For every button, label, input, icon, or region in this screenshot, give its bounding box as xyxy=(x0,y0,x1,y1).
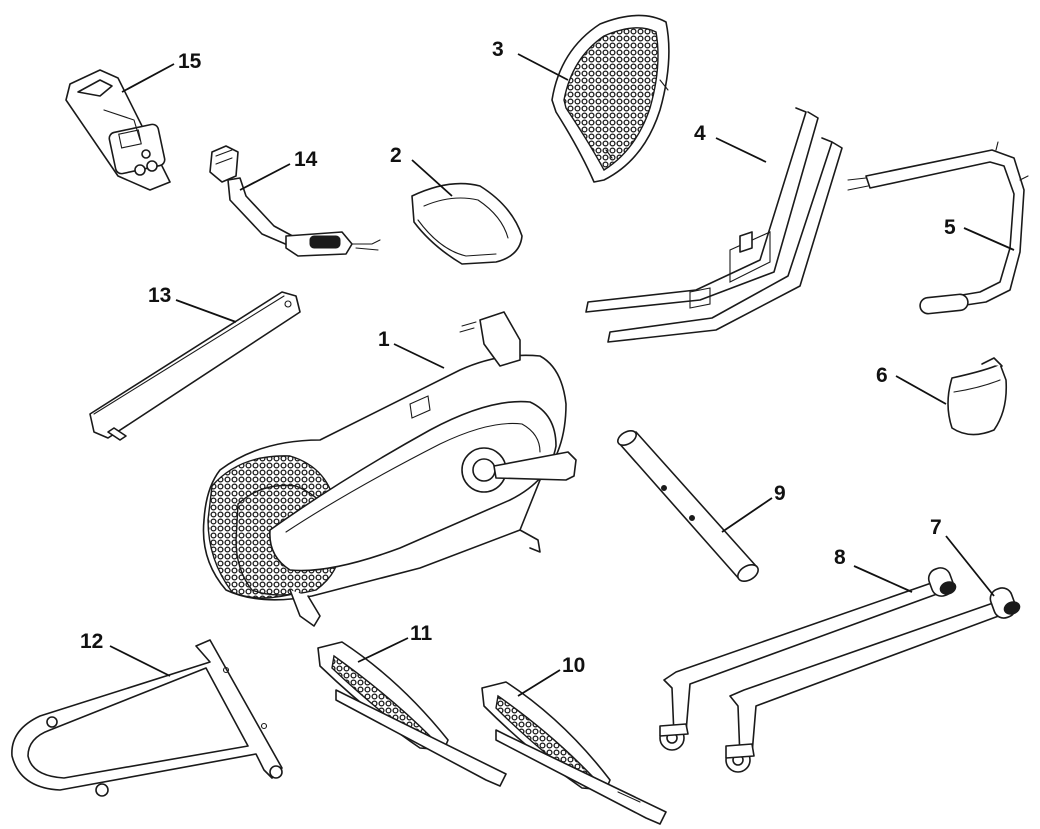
leader-7 xyxy=(945,535,995,597)
leader-4 xyxy=(715,137,767,163)
part-13-stabilizer xyxy=(89,291,301,441)
part-12-base-frame xyxy=(11,639,283,797)
leader-13 xyxy=(175,299,237,323)
leader-1 xyxy=(393,343,445,369)
label-5: 5 xyxy=(944,216,956,239)
part-5-handlebar xyxy=(847,141,1029,315)
label-7: 7 xyxy=(930,516,942,539)
leader-3 xyxy=(517,53,569,81)
leader-14 xyxy=(239,163,291,191)
part-15-console xyxy=(65,69,171,191)
part-8-arm xyxy=(659,567,957,751)
label-3: 3 xyxy=(492,38,504,61)
leader-8 xyxy=(853,565,913,593)
leader-lines xyxy=(109,53,1015,697)
part-7-arm xyxy=(725,587,1021,773)
label-14: 14 xyxy=(294,148,318,171)
label-8: 8 xyxy=(834,546,846,569)
part-6-bottle-holder xyxy=(947,357,1008,436)
part-2-seat xyxy=(411,182,523,265)
label-4: 4 xyxy=(694,122,706,145)
leader-10 xyxy=(517,669,561,697)
part-4-seat-frame xyxy=(585,107,843,343)
label-9: 9 xyxy=(774,482,786,505)
label-11: 11 xyxy=(410,622,433,645)
part-1-main-body xyxy=(202,311,577,627)
label-12: 12 xyxy=(80,630,103,653)
leader-6 xyxy=(895,375,947,405)
part-11-pedal xyxy=(317,641,507,787)
leader-15 xyxy=(121,63,175,93)
label-6: 6 xyxy=(876,364,888,387)
part-10-pedal xyxy=(481,681,667,825)
part-9-post xyxy=(617,429,759,582)
part-14-handlebar xyxy=(209,145,381,257)
label-13: 13 xyxy=(148,284,171,307)
label-15: 15 xyxy=(178,50,202,73)
label-1: 1 xyxy=(378,328,390,351)
leader-9 xyxy=(721,497,773,533)
label-2: 2 xyxy=(390,144,402,167)
part-3-backrest xyxy=(551,14,670,183)
leader-11 xyxy=(357,637,409,663)
label-10: 10 xyxy=(562,654,585,677)
leader-12 xyxy=(109,645,171,677)
part-number-labels: 15 14 3 2 4 5 13 1 6 9 8 7 12 11 10 xyxy=(80,38,956,677)
leader-2 xyxy=(411,159,453,197)
leader-5 xyxy=(963,227,1015,251)
